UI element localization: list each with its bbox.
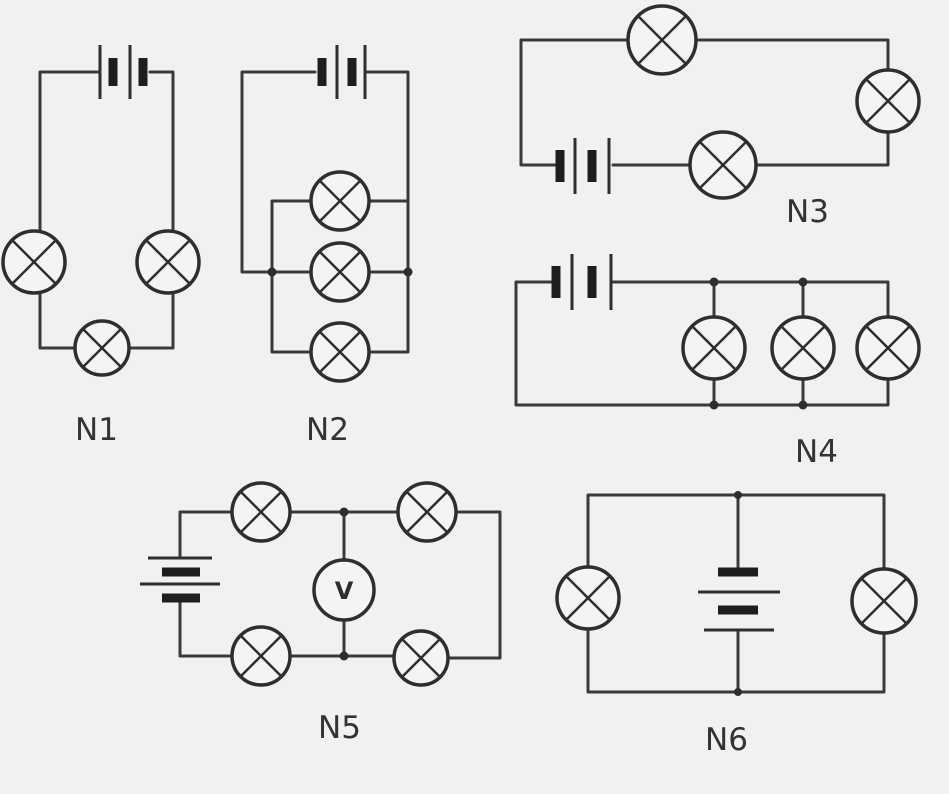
lamp-icon [396, 481, 458, 543]
junction-node [798, 400, 808, 410]
junction-node [339, 651, 349, 661]
lamp-icon [309, 321, 371, 383]
battery-icon [140, 556, 220, 603]
circuit-n5: V N5 [140, 481, 502, 746]
junction-node [709, 400, 719, 410]
circuit-n3: N3 [519, 4, 921, 230]
lamp-icon [73, 319, 131, 377]
circuit-label-n3: N3 [786, 194, 829, 230]
circuit-label-n6: N6 [705, 722, 748, 758]
lamp-icon [309, 241, 371, 303]
lamp-icon [850, 567, 918, 635]
lamp-icon [626, 4, 698, 76]
circuit-n1: N1 [1, 45, 201, 448]
junction-node [798, 277, 808, 287]
circuit-label-n1: N1 [75, 412, 118, 448]
lamp-icon [681, 315, 747, 381]
lamp-icon [230, 481, 292, 543]
lamp-icon [855, 68, 921, 134]
circuit-label-n4: N4 [795, 434, 838, 470]
junction-node [709, 277, 719, 287]
battery-icon [698, 567, 780, 632]
lamp-icon [230, 625, 292, 687]
voltmeter-icon: V [312, 558, 376, 622]
circuit-label-n5: N5 [318, 710, 361, 746]
battery-icon [551, 254, 613, 310]
voltmeter-symbol: V [335, 577, 354, 605]
junction-node [403, 267, 413, 277]
battery-icon [98, 45, 148, 99]
battery-icon [555, 138, 611, 194]
circuit-n6: N6 [555, 491, 918, 758]
battery-icon [317, 45, 367, 99]
lamp-icon [855, 315, 921, 381]
lamp-icon [1, 229, 67, 295]
circuit-n4: N4 [514, 254, 921, 470]
lamp-icon [555, 565, 621, 631]
lamp-icon [688, 130, 758, 200]
circuit-label-n2: N2 [306, 412, 349, 448]
lamp-icon [135, 229, 201, 295]
circuit-n2: N2 [240, 45, 413, 448]
lamp-icon [770, 315, 836, 381]
lamp-icon [392, 629, 450, 687]
junction-node [339, 507, 349, 517]
lamp-icon [309, 170, 371, 232]
junction-node [734, 491, 742, 499]
junction-node [734, 688, 742, 696]
junction-node [267, 267, 277, 277]
